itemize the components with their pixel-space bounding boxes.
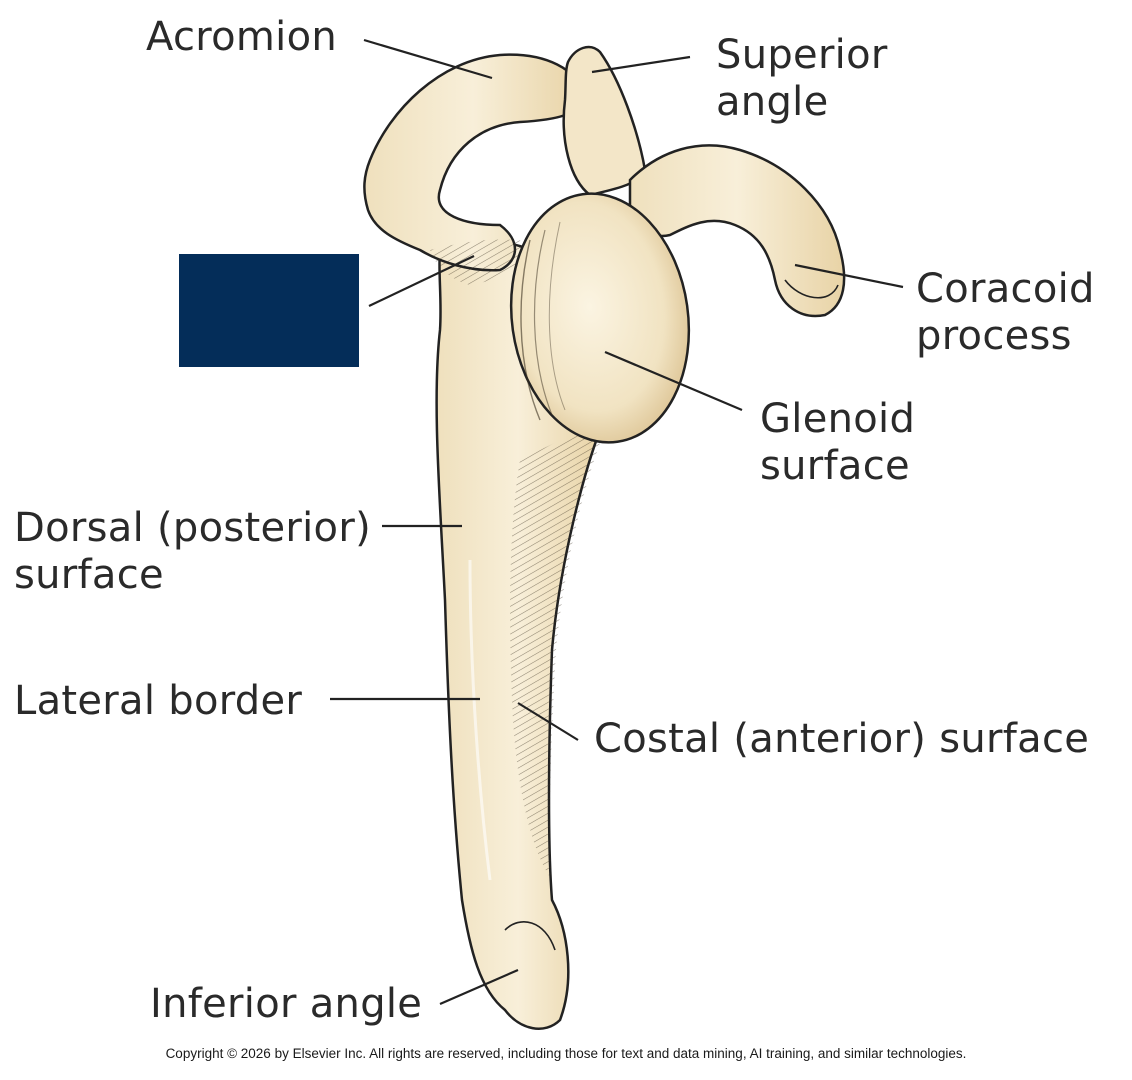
acromion-process xyxy=(363,53,584,272)
copyright-notice: Copyright © 2026 by Elsevier Inc. All ri… xyxy=(165,1046,967,1061)
label-costal-surface: Costal (anterior) surface xyxy=(594,716,1089,763)
label-superior-angle: Superior angle xyxy=(716,32,888,126)
hidden-label-box[interactable] xyxy=(179,254,359,367)
coracoid-process-shape xyxy=(628,144,846,318)
label-inferior-text: Inferior angle xyxy=(150,981,423,1027)
label-glenoid-surface: Glenoid surface xyxy=(760,396,915,490)
leader-acromion xyxy=(363,38,493,80)
label-superior-angle-line2: angle xyxy=(716,79,829,125)
neck-hatching xyxy=(430,239,540,285)
label-inferior-angle: Inferior angle xyxy=(150,981,422,1028)
label-acromion: Acromion xyxy=(146,14,337,61)
label-glenoid-line1: Glenoid xyxy=(760,396,916,442)
superior-angle-process xyxy=(562,45,647,197)
label-coracoid-process: Coracoid process xyxy=(916,266,1095,360)
label-dorsal-line2: surface xyxy=(14,552,164,598)
label-coracoid-line2: process xyxy=(916,313,1072,359)
costal-shading xyxy=(510,427,605,880)
label-costal-text: Costal (anterior) surface xyxy=(594,716,1090,762)
label-acromion-text: Acromion xyxy=(146,14,337,60)
label-glenoid-line2: surface xyxy=(760,443,910,489)
leader-costal xyxy=(517,702,579,741)
label-superior-angle-line1: Superior xyxy=(716,32,888,78)
leader-coracoid xyxy=(794,263,904,289)
label-dorsal-surface: Dorsal (posterior) surface xyxy=(14,505,371,599)
label-dorsal-line1: Dorsal (posterior) xyxy=(14,505,371,551)
glenoid-fossa xyxy=(509,192,691,444)
leader-inferior xyxy=(439,968,519,1006)
leader-superior-angle xyxy=(591,55,691,74)
leader-lines xyxy=(330,38,904,1006)
leader-glenoid xyxy=(604,350,743,412)
label-lateral-text: Lateral border xyxy=(14,678,303,724)
label-coracoid-line1: Coracoid xyxy=(916,266,1095,312)
leader-mask xyxy=(368,255,475,307)
label-lateral-border: Lateral border xyxy=(14,678,302,725)
